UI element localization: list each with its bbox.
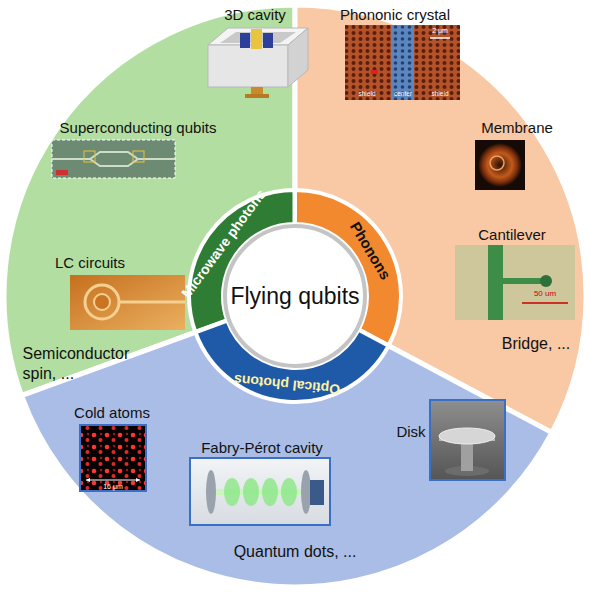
- panel-label: Superconducting qubits: [60, 119, 217, 138]
- image-panel: Superconducting qubits: [45, 118, 233, 182]
- inner-band: [195, 321, 388, 402]
- scale-label: 50 um: [534, 289, 556, 299]
- panel-label: Fabry-Pérot cavity: [201, 439, 323, 458]
- image-panel: Membrane: [470, 118, 562, 194]
- sector-note: Quantum dots, ...: [234, 542, 357, 562]
- sector-fill: [4, 5, 295, 396]
- sector-note: Bridge, ...: [502, 334, 570, 354]
- scale-label: shield: [359, 90, 376, 98]
- panel-label: Disk: [396, 423, 425, 442]
- sector-fill: [22, 321, 552, 587]
- scale-label: 2 μm: [432, 27, 448, 36]
- image-panel: Phononic crystal: [335, 5, 465, 103]
- center-circle-outline: [225, 226, 365, 366]
- sector-note: Semiconductor spin, ...: [23, 344, 148, 384]
- inner-band: [295, 190, 401, 346]
- panel-label: LC circuits: [55, 254, 125, 273]
- center-circle: Flying qubits: [223, 224, 367, 368]
- panel-label: Phononic crystal: [340, 6, 450, 25]
- image-panel: LC circuits: [45, 252, 190, 334]
- panel-label: 3D cavity: [224, 6, 286, 25]
- image-panel: Cold atoms: [72, 402, 154, 494]
- image-panel: Fabry-Pérot cavity: [185, 438, 335, 528]
- image-panel: Cantilever: [452, 226, 578, 324]
- scale-label: center: [394, 90, 412, 98]
- center-title: Flying qubits: [230, 282, 359, 311]
- panel-label: Membrane: [481, 119, 553, 138]
- image-panel: Disk: [392, 396, 510, 484]
- scale-label: shield: [432, 90, 449, 98]
- panel-label: Cantilever: [478, 226, 546, 245]
- scale-label: 16 μm: [103, 483, 123, 492]
- panel-label: Cold atoms: [74, 404, 150, 423]
